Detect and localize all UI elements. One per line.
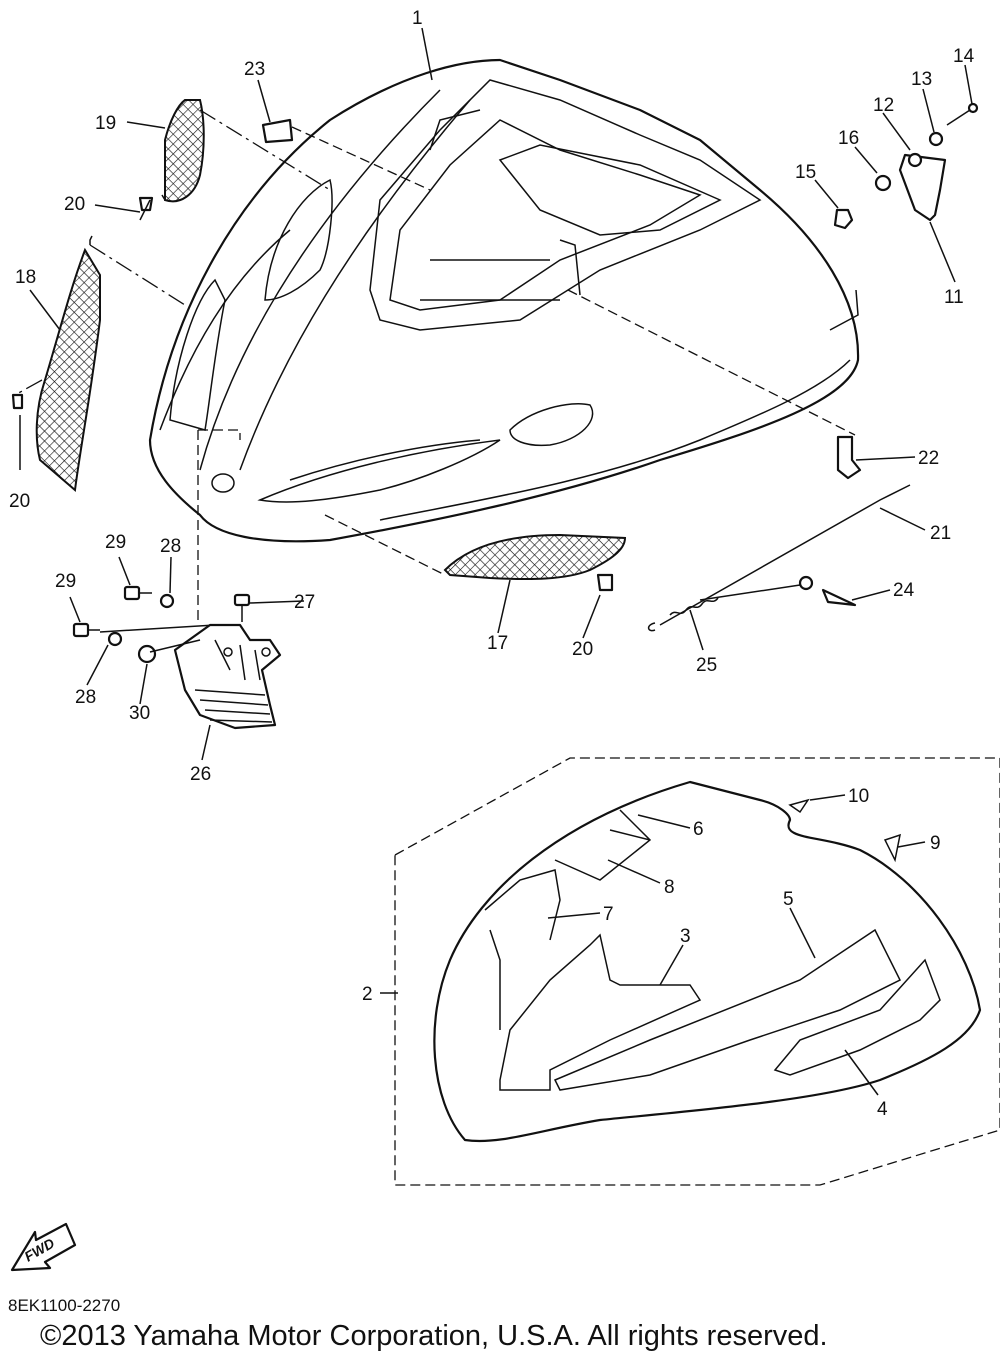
callout-7: 7 — [603, 904, 614, 925]
document-code: 8EK1100-2270 — [8, 1296, 121, 1315]
callout-28-lower: 28 — [75, 687, 96, 708]
front-hood — [148, 58, 860, 543]
callout-9: 9 — [930, 833, 941, 854]
callout-17: 17 — [487, 633, 508, 654]
decal-set-boundary — [394, 757, 1000, 1186]
hardware — [11, 102, 979, 664]
callout-10: 10 — [848, 786, 869, 807]
callout-1: 1 — [412, 8, 423, 29]
callout-29-upper: 29 — [105, 532, 126, 553]
callout-14: 14 — [953, 46, 975, 67]
side-grille-left — [35, 247, 101, 492]
cable-assembly — [647, 484, 911, 632]
callout-20-upper: 20 — [64, 194, 85, 215]
callout-8: 8 — [664, 877, 675, 898]
callout-29-lower: 29 — [55, 571, 76, 592]
copyright-notice: ©2013 Yamaha Motor Corporation, U.S.A. A… — [40, 1320, 828, 1352]
assembly-lines — [14, 109, 859, 653]
front-bracket — [173, 623, 282, 730]
hood-decal-set — [433, 780, 982, 1143]
callout-2: 2 — [362, 984, 373, 1005]
callout-20-left: 20 — [9, 491, 30, 512]
callout-20-lower: 20 — [572, 639, 593, 660]
callout-25: 25 — [696, 655, 717, 676]
callout-3: 3 — [680, 926, 691, 947]
callout-30: 30 — [129, 703, 150, 724]
callout-13: 13 — [911, 69, 932, 90]
callout-labels: 1 2 3 4 5 6 7 8 9 10 11 12 13 14 15 16 1… — [9, 8, 975, 1120]
lower-grille — [443, 533, 627, 581]
callout-24: 24 — [893, 580, 915, 601]
callout-28-upper: 28 — [160, 536, 181, 557]
callout-12: 12 — [873, 95, 894, 116]
callout-23: 23 — [244, 59, 265, 80]
callout-21: 21 — [930, 523, 951, 544]
leader-lines — [19, 27, 973, 1096]
forward-arrow-icon: FWD — [10, 1222, 77, 1272]
callout-16: 16 — [838, 128, 859, 149]
callout-5: 5 — [783, 889, 794, 910]
callout-26: 26 — [190, 764, 211, 785]
callout-22: 22 — [918, 448, 939, 469]
callout-18: 18 — [15, 267, 36, 288]
callout-19: 19 — [95, 113, 116, 134]
callout-6: 6 — [693, 819, 704, 840]
callout-27: 27 — [294, 592, 315, 613]
callout-4: 4 — [877, 1099, 888, 1120]
callout-11: 11 — [944, 287, 964, 308]
callout-15: 15 — [795, 162, 816, 183]
side-grille-upper — [164, 99, 205, 203]
